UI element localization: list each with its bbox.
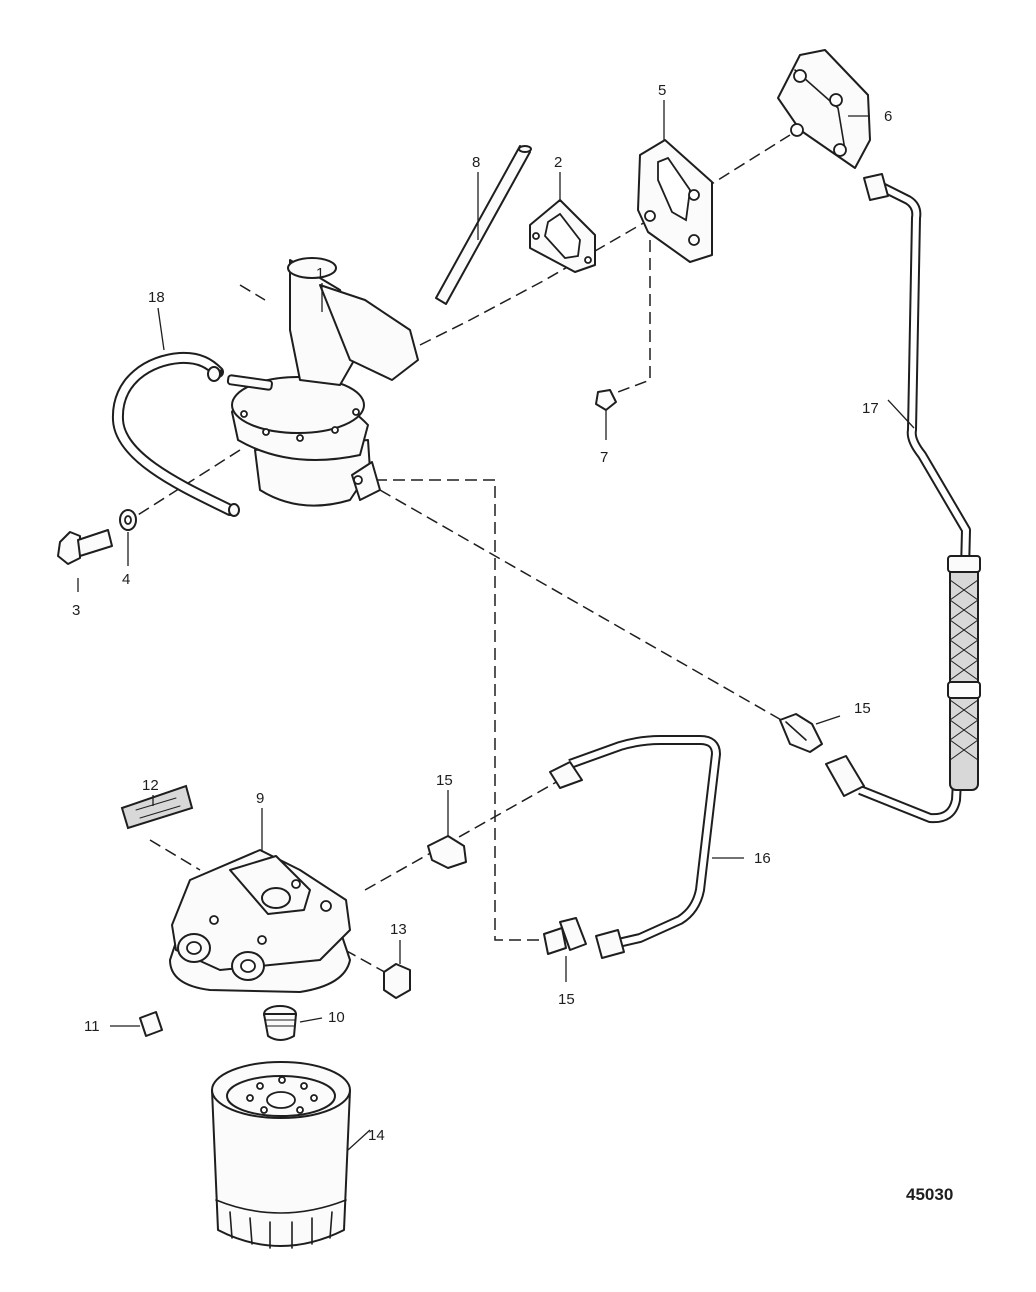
callout-17: 17 [862, 400, 879, 417]
callout-15-right: 15 [854, 700, 871, 717]
part-14-filter [211, 1061, 351, 1249]
part-2-gasket [529, 199, 596, 273]
part-5-mounting-plate [637, 139, 713, 263]
callout-15-bottom: 15 [558, 991, 575, 1008]
callout-18: 18 [148, 289, 165, 306]
callout-3: 3 [72, 602, 80, 619]
callout-6: 6 [884, 108, 892, 125]
callout-labels: 1 2 3 4 5 6 7 8 9 10 11 12 13 14 15 15 1… [72, 82, 892, 1144]
part-10-adapter [263, 1005, 297, 1041]
callout-15-middle: 15 [436, 772, 453, 789]
part-11-plug [110, 1011, 163, 1037]
callout-4: 4 [122, 571, 130, 588]
callout-11: 11 [84, 1018, 100, 1035]
part-15-fitting-middle [427, 835, 467, 869]
callout-8: 8 [472, 154, 480, 171]
callout-7: 7 [600, 449, 608, 466]
part-9-filter-head [169, 849, 351, 993]
filter-inlet-holes [246, 1076, 318, 1114]
part-15-fitting-bottom [543, 917, 587, 955]
pump-body-bolts [240, 408, 360, 442]
callout-leaders [77, 100, 915, 1151]
braid-pattern [949, 579, 979, 761]
part-18-hose [111, 351, 240, 517]
part-16-fuel-tube [549, 735, 721, 959]
part-12-label-plate [120, 784, 194, 830]
part-17-fuel-line [825, 173, 981, 824]
callout-13: 13 [390, 921, 407, 938]
part-1-fuel-pump [226, 257, 419, 507]
callout-10: 10 [328, 1009, 345, 1026]
callout-16: 16 [754, 850, 771, 867]
part-7-fitting [595, 389, 617, 411]
callout-2: 2 [554, 154, 562, 171]
part-13-nut [383, 963, 411, 999]
callout-5: 5 [658, 82, 666, 99]
callout-1: 1 [316, 265, 324, 282]
callout-9: 9 [256, 790, 264, 807]
part-6-cover-plate [777, 49, 871, 169]
assembly-lines [129, 134, 791, 976]
figure-number: 45030 [906, 1185, 953, 1204]
part-8-push-rod [435, 145, 532, 305]
callout-14: 14 [368, 1127, 385, 1144]
part-15-fitting-right [779, 713, 823, 753]
callout-12: 12 [142, 777, 159, 794]
part-3-bolt [57, 529, 113, 565]
part-4-washer [119, 509, 137, 531]
